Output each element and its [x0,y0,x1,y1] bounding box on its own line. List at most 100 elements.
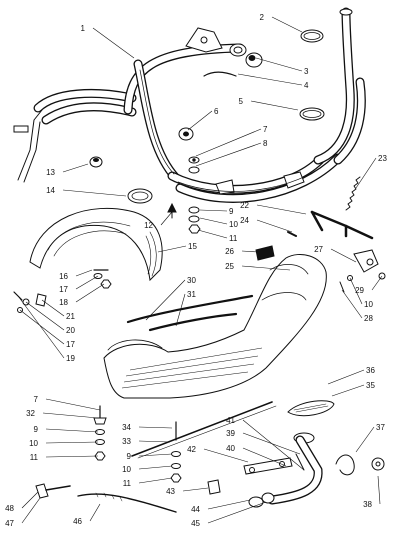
cable-46 [77,492,177,513]
part-label-l39: 39 [226,429,235,438]
pedal-pad-35-36 [287,400,335,444]
part-label-l45: 45 [191,519,200,528]
leader-line-l20 [25,301,65,331]
part-label-l17: 17 [59,285,68,294]
leader-line-l35 [331,384,365,397]
part-label-l43: 43 [166,487,175,496]
part-label-l7: 7 [263,125,268,134]
leader-line-l17b [19,309,65,345]
part-label-l24: 24 [240,216,249,225]
leader-line-l1 [92,27,135,59]
leader-line-l42 [203,448,249,463]
wire-clip-4 [203,71,237,77]
part-label-l10: 10 [229,220,238,229]
leader-line-l32 [42,412,99,419]
leader-line-l14 [62,189,127,197]
leader-line-l15 [157,245,187,253]
part-label-l44: 44 [191,505,200,514]
bolt-set-right [170,421,182,483]
leader-line-l25 [241,265,291,271]
part-label-l48: 48 [5,504,14,513]
grommet-3 [245,52,263,68]
leader-line-l10b [349,277,363,305]
leader-line-l38 [377,475,381,505]
part-label-l35: 35 [366,381,375,390]
part-label-l16: 16 [59,272,68,281]
part-label-l38: 38 [363,500,372,509]
bush-14 [127,188,153,204]
leader-line-l40 [242,447,287,467]
leader-line-l10c [45,441,99,444]
trim-strips-30-31 [126,294,254,332]
part-label-l41: 41 [226,416,235,425]
leader-line-l48 [21,491,39,509]
part-label-l10c: 10 [29,439,38,448]
part-label-l26: 26 [225,247,234,256]
rear-mudguard-15 [29,207,163,282]
part-label-l25: 25 [225,262,234,271]
part-label-l11c: 11 [123,479,132,488]
cap-13 [89,156,103,168]
part-label-l7b: 7 [34,395,39,404]
leader-line-l4 [237,73,303,86]
clamp-ring-5 [299,107,325,121]
spring-37 [335,454,355,476]
leader-line-l6 [187,110,213,131]
part-label-l8: 8 [263,139,268,148]
part-label-l13: 13 [46,168,55,177]
leader-line-l26 [241,250,259,253]
part-label-l31: 31 [187,290,196,299]
leader-line-l17 [75,275,99,290]
part-label-l9b: 9 [34,425,39,434]
floor-panel-25 [103,254,327,399]
part-label-l14: 14 [46,186,55,195]
part-label-l32: 32 [26,409,35,418]
part-label-l30: 30 [187,276,196,285]
leader-line-l46 [89,503,101,522]
leader-line-l36 [327,369,365,385]
leader-line-l12 [160,211,173,226]
leader-line-l10 [199,217,228,225]
leader-line-l21 [41,299,65,317]
leader-line-l2 [271,16,303,33]
leader-line-l29 [371,275,383,291]
part-label-l9: 9 [229,207,234,216]
leader-line-l9b [45,428,99,433]
bolt-47-48 [35,483,71,499]
nut-washers-9-11 [188,206,201,234]
mount-27 [353,249,379,273]
pin-24 [287,231,297,237]
leader-line-l7b [45,398,101,411]
part-label-l10d: 10 [122,465,131,474]
part-label-l17b: 17 [66,340,75,349]
runner-strip-33 [131,401,277,459]
leader-line-l33 [138,440,171,443]
leader-line-l30 [145,279,186,321]
cover-26 [255,245,275,261]
leader-line-l3 [255,57,303,72]
part-label-l9c: 9 [127,452,132,461]
pin-12 [167,202,177,219]
part-label-l46: 46 [73,517,82,526]
leader-line-l28 [341,289,363,319]
leader-line-l43 [182,487,209,492]
pedal-lever-45 [267,435,323,505]
part-label-l33: 33 [122,437,131,446]
part-label-l2: 2 [260,13,265,22]
part-label-l4: 4 [304,81,309,90]
part-label-l40: 40 [226,444,235,453]
leader-line-l9c [138,453,173,457]
leader-line-l27 [330,248,357,263]
part-label-l28: 28 [364,314,373,323]
part-label-l5: 5 [239,97,244,106]
leader-line-l41 [242,419,305,471]
main-frame [13,7,366,203]
bolt-set-left [93,405,107,461]
leader-line-l31 [175,293,186,327]
leader-line-l23 [355,157,377,189]
part-label-l20: 20 [66,326,75,335]
part-label-l11: 11 [229,234,238,243]
leader-line-l10d [138,465,173,470]
part-label-l11b: 11 [30,453,39,462]
